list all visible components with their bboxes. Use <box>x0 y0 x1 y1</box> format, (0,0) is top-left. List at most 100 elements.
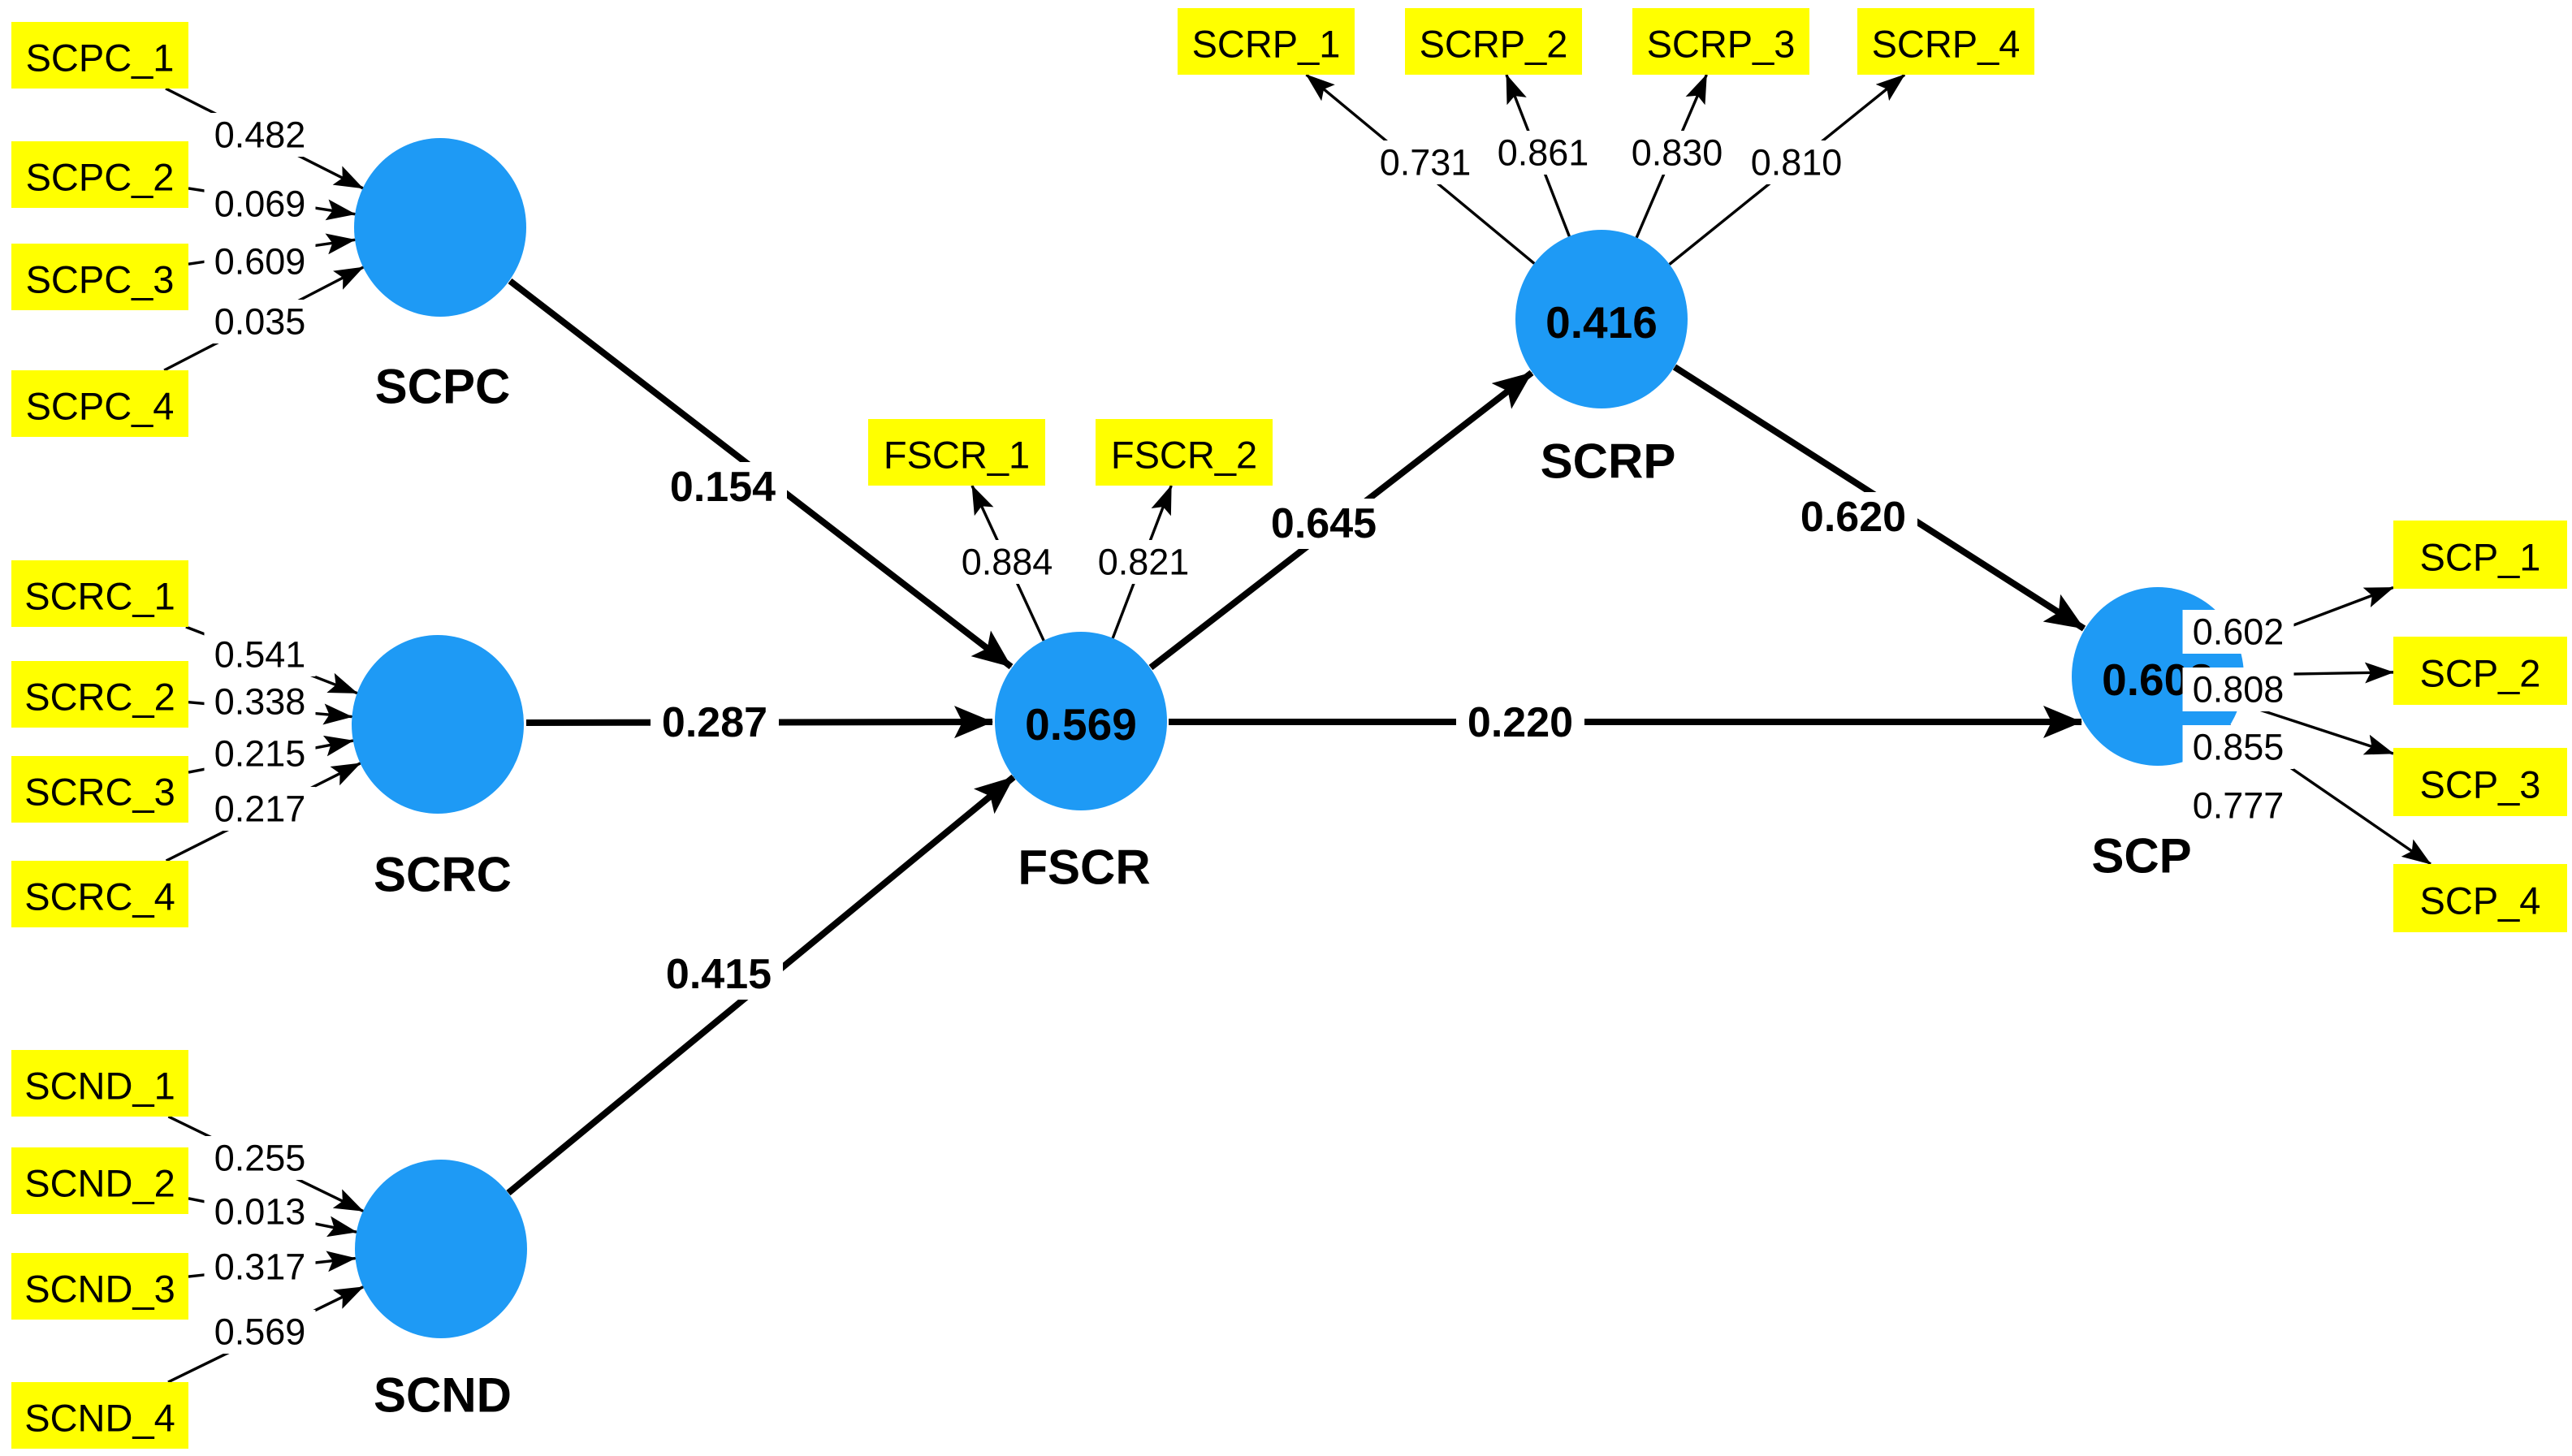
indicator-value-scp_1: 0.602 <box>2193 611 2285 653</box>
construct-node-scrc[interactable] <box>352 635 524 814</box>
indicator-label-scnd_1: SCND_1 <box>24 1065 175 1108</box>
indicator-label-fscr_2: FSCR_2 <box>1111 434 1257 477</box>
weight-label-bg-scp_1 <box>2182 610 2294 654</box>
indicator-box-fscr_2[interactable] <box>1096 419 1273 486</box>
path-label-bg-fscr-scrp <box>1260 499 1388 549</box>
indicator-value-scnd_1: 0.255 <box>214 1138 306 1179</box>
labels-layer: SCPCSCRCSCND0.569FSCR0.416SCRP0.608SCP0.… <box>204 113 2294 1423</box>
path-coefficient-scpc-fscr: 0.154 <box>670 464 776 511</box>
indicator-label-scpc_2: SCPC_2 <box>26 156 175 199</box>
indicator-label-scrp_4: SCRP_4 <box>1872 23 2021 66</box>
indicator-box-scpc_2[interactable] <box>11 141 188 208</box>
construct-node-fscr[interactable] <box>995 632 1167 810</box>
indicator-label-scnd_2: SCND_2 <box>24 1162 175 1205</box>
construct-node-scpc[interactable] <box>354 138 526 317</box>
indicator-value-scrp_4: 0.810 <box>1751 142 1843 184</box>
constructs-layer <box>352 138 2244 1338</box>
weight-label-bg-scpc_3 <box>204 240 316 283</box>
indicator-box-scnd_3[interactable] <box>11 1253 188 1320</box>
indicator-label-scrc_3: SCRC_3 <box>24 771 175 814</box>
indicator-box-scrc_3[interactable] <box>11 756 188 823</box>
indicator-box-scp_1[interactable] <box>2393 521 2567 589</box>
indicator-box-fscr_1[interactable] <box>868 419 1045 486</box>
construct-label-scrc: SCRC <box>374 848 512 902</box>
indicator-box-scrc_2[interactable] <box>11 661 188 728</box>
indicator-value-scrp_3: 0.830 <box>1632 132 1723 174</box>
weight-label-bg-fscr_2 <box>1087 540 1200 584</box>
indicator-arrow-scp_3 <box>2239 702 2394 755</box>
weight-label-bg-scrc_2 <box>204 680 316 724</box>
r2-value-scrp: 0.416 <box>1545 297 1658 348</box>
weight-label-bg-scrc_1 <box>204 633 316 676</box>
indicator-label-scrp_3: SCRP_3 <box>1647 23 1796 66</box>
path-coefficient-scnd-fscr: 0.415 <box>666 951 772 998</box>
weight-label-bg-scrc_3 <box>204 732 316 776</box>
indicator-box-scrp_3[interactable] <box>1632 8 1809 75</box>
construct-node-scnd[interactable] <box>355 1160 527 1338</box>
path-label-bg-scrc-fscr <box>651 698 779 748</box>
weight-label-bg-scrp_1 <box>1369 140 1481 184</box>
indicator-box-scpc_3[interactable] <box>11 244 188 310</box>
indicator-value-scpc_4: 0.035 <box>214 301 306 343</box>
indicator-box-scrp_2[interactable] <box>1405 8 1582 75</box>
indicator-label-scrc_4: SCRC_4 <box>24 875 175 918</box>
indicator-value-fscr_1: 0.884 <box>962 542 1053 583</box>
construct-node-scrp[interactable] <box>1515 230 1688 408</box>
indicator-box-scp_4[interactable] <box>2393 864 2567 932</box>
indicator-box-scrp_4[interactable] <box>1857 8 2034 75</box>
weight-label-bg-scrc_4 <box>204 787 316 831</box>
indicator-label-scnd_4: SCND_4 <box>24 1397 175 1440</box>
path-coefficient-scrc-fscr: 0.287 <box>662 699 767 746</box>
construct-label-scpc: SCPC <box>375 360 511 414</box>
path-coefficient-scrp-scp: 0.620 <box>1800 494 1906 541</box>
indicator-box-scrp_1[interactable] <box>1178 8 1355 75</box>
r2-value-fscr: 0.569 <box>1025 699 1137 750</box>
construct-label-fscr: FSCR <box>1018 840 1150 895</box>
indicator-value-scnd_4: 0.569 <box>214 1311 306 1353</box>
indicator-value-fscr_2: 0.821 <box>1098 542 1190 583</box>
construct-label-scnd: SCND <box>374 1368 512 1423</box>
weight-label-bg-scnd_3 <box>204 1245 316 1289</box>
indicator-label-scnd_3: SCND_3 <box>24 1268 175 1311</box>
indicator-box-scnd_2[interactable] <box>11 1147 188 1214</box>
indicator-label-scpc_4: SCPC_4 <box>26 385 175 428</box>
indicator-box-scp_2[interactable] <box>2393 637 2567 705</box>
indicator-label-scrc_2: SCRC_2 <box>24 676 175 719</box>
indicator-box-scp_3[interactable] <box>2393 748 2567 816</box>
weight-label-bg-scpc_4 <box>204 300 316 343</box>
indicator-box-scnd_4[interactable] <box>11 1382 188 1449</box>
indicator-value-scrc_1: 0.541 <box>214 634 306 676</box>
indicator-value-scrc_3: 0.215 <box>214 733 306 775</box>
path-coefficient-fscr-scp: 0.220 <box>1468 699 1573 746</box>
indicator-box-scrc_4[interactable] <box>11 861 188 927</box>
indicator-value-scrp_2: 0.861 <box>1498 132 1589 174</box>
indicator-label-scpc_3: SCPC_3 <box>26 258 175 301</box>
indicator-value-scp_3: 0.855 <box>2193 727 2285 768</box>
indicator-label-fscr_1: FSCR_1 <box>884 434 1030 477</box>
indicator-label-scp_2: SCP_2 <box>2420 652 2541 695</box>
path-label-bg-scpc-fscr <box>659 462 787 512</box>
weight-label-bg-scp_4 <box>2182 784 2294 827</box>
path-coefficient-fscr-scrp: 0.645 <box>1271 500 1377 547</box>
path-label-bg-scnd-fscr <box>655 949 783 1000</box>
weight-label-bg-scnd_1 <box>204 1136 316 1180</box>
indicator-value-scp_4: 0.777 <box>2193 785 2285 827</box>
weight-label-bg-scp_3 <box>2182 725 2294 769</box>
weight-label-bg-scpc_1 <box>204 113 316 157</box>
indicator-label-scpc_1: SCPC_1 <box>26 37 175 80</box>
indicator-label-scrc_1: SCRC_1 <box>24 575 175 618</box>
weight-label-bg-scnd_2 <box>204 1190 316 1233</box>
indicator-value-scp_2: 0.808 <box>2193 669 2285 711</box>
indicator-box-scrc_1[interactable] <box>11 560 188 627</box>
indicator-value-scrp_1: 0.731 <box>1380 142 1472 184</box>
weight-label-bg-scrp_3 <box>1621 131 1733 175</box>
indicator-box-scnd_1[interactable] <box>11 1050 188 1117</box>
indicator-box-scpc_1[interactable] <box>11 22 188 89</box>
indicators-layer: SCPC_1SCPC_2SCPC_3SCPC_4SCRC_1SCRC_2SCRC… <box>11 8 2567 1449</box>
indicator-value-scnd_2: 0.013 <box>214 1191 306 1233</box>
weight-label-bg-scp_2 <box>2182 668 2294 711</box>
indicator-box-scpc_4[interactable] <box>11 370 188 437</box>
weight-label-bg-fscr_1 <box>951 540 1063 584</box>
construct-label-scrp: SCRP <box>1541 434 1676 489</box>
